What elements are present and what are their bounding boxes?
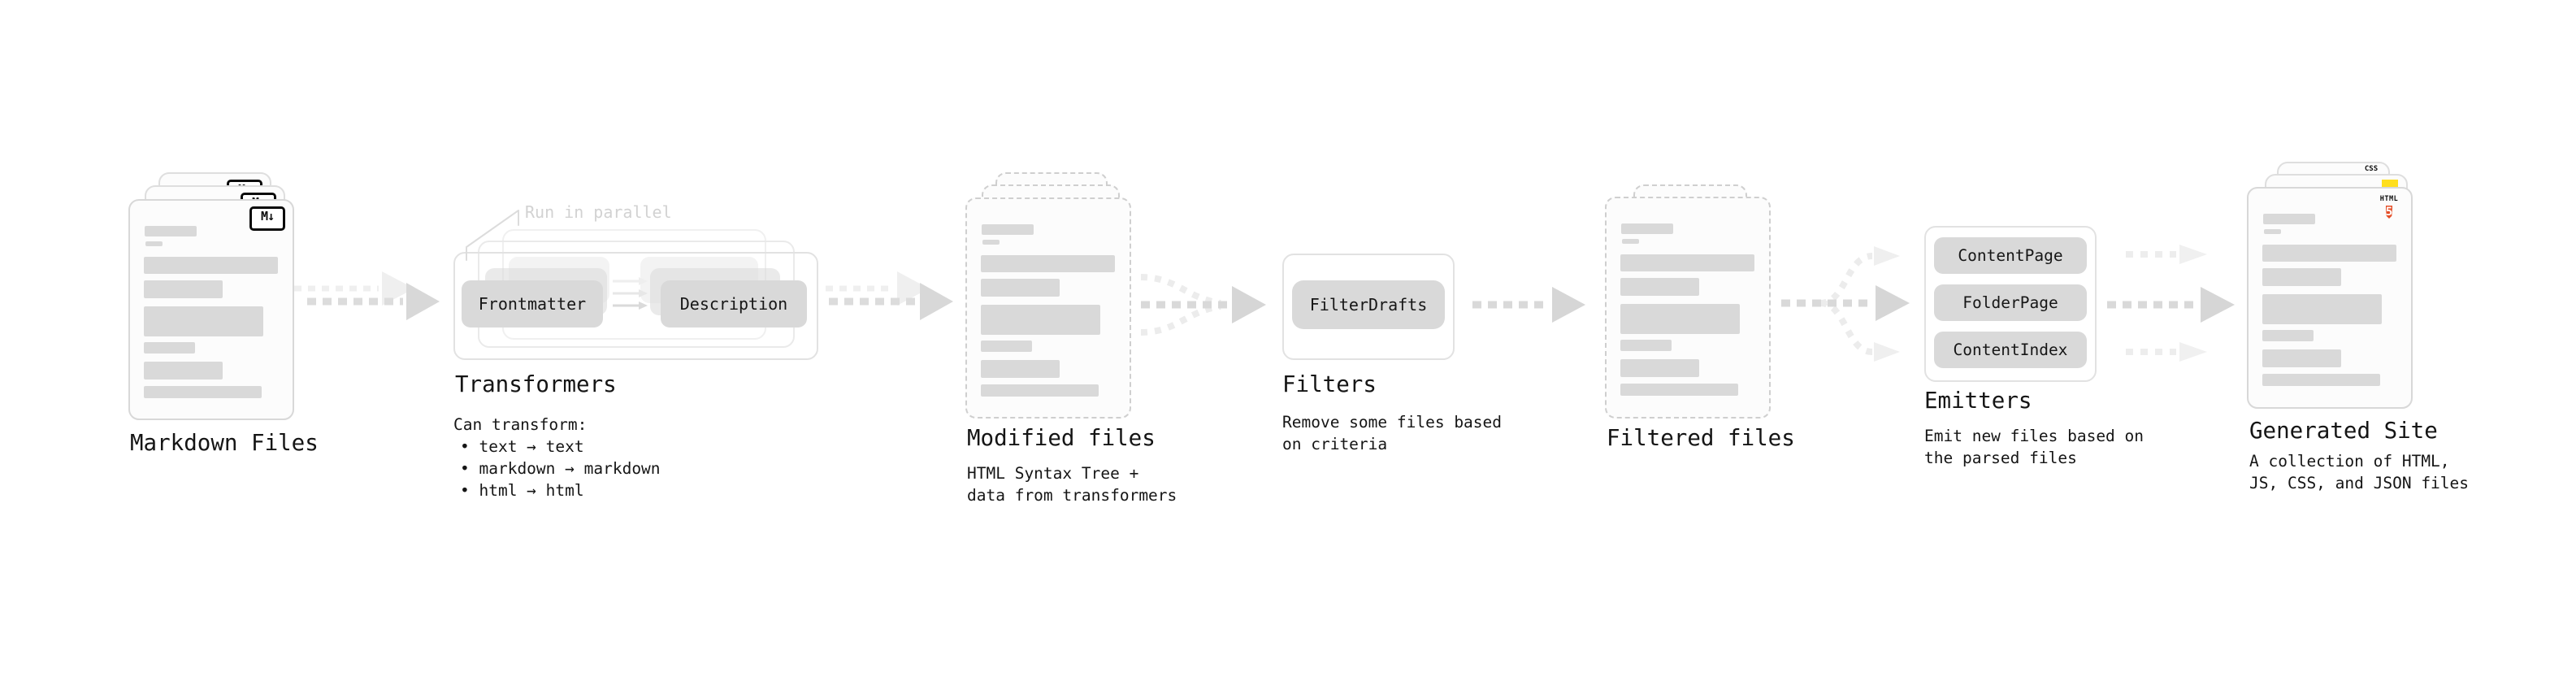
content-bar bbox=[2262, 330, 2314, 341]
run-in-parallel-callout: Run in parallel bbox=[525, 202, 672, 222]
filters-desc-line2: on criteria bbox=[1282, 435, 1388, 453]
transformers-subtitle: Can transform: bbox=[453, 415, 588, 434]
generated-site-desc-line1: A collection of HTML, bbox=[2249, 452, 2450, 471]
folderpage-box-label: FolderPage bbox=[1962, 293, 2058, 312]
modified-files-desc-line2: data from transformers bbox=[967, 486, 1177, 505]
arrow-filtered-to-emitters bbox=[1781, 246, 1910, 362]
filterdrafts-box: FilterDrafts bbox=[1292, 280, 1445, 329]
content-bar bbox=[1620, 340, 1672, 351]
arrow-emitters-to-generated bbox=[2107, 245, 2235, 362]
transformers-bullet: • html → html bbox=[460, 481, 584, 500]
content-bar bbox=[2263, 214, 2315, 224]
modified-files-label: Modified files bbox=[967, 425, 1156, 451]
arrow-markdown-to-transformers bbox=[294, 271, 440, 320]
folderpage-box: FolderPage bbox=[1934, 284, 2087, 321]
content-bar bbox=[1621, 223, 1673, 234]
content-bar bbox=[144, 386, 262, 398]
contentindex-box: ContentIndex bbox=[1934, 332, 2087, 368]
contentpage-box-label: ContentPage bbox=[1958, 246, 2063, 265]
content-bar bbox=[2262, 349, 2341, 367]
content-bar bbox=[2262, 374, 2380, 386]
content-bar bbox=[144, 306, 263, 336]
arrow-transformers-to-modified bbox=[826, 271, 953, 320]
html5-icon: HTML 5 bbox=[2379, 195, 2400, 222]
content-bar bbox=[144, 257, 278, 274]
html5-icon-shield: 5 bbox=[2385, 206, 2393, 219]
transformers-bullet: • markdown → markdown bbox=[460, 459, 661, 478]
content-bar bbox=[982, 240, 1000, 245]
emitters-title: Emitters bbox=[1924, 388, 2032, 414]
content-bar bbox=[981, 305, 1100, 335]
content-bar bbox=[144, 362, 223, 380]
content-bar bbox=[2262, 294, 2382, 324]
filtered-file-front bbox=[1605, 197, 1771, 419]
filterdrafts-box-label: FilterDrafts bbox=[1309, 295, 1428, 314]
description-box-label: Description bbox=[679, 294, 788, 314]
transformers-bullet: • text → text bbox=[460, 437, 584, 456]
content-bar bbox=[144, 280, 223, 298]
html5-icon-text: HTML bbox=[2379, 195, 2399, 203]
contentindex-box-label: ContentIndex bbox=[1953, 340, 2068, 359]
markdown-icon: M↓ bbox=[249, 206, 285, 231]
filters-title: Filters bbox=[1282, 371, 1377, 397]
arrow-modified-to-filters bbox=[1140, 274, 1266, 336]
contentpage-box: ContentPage bbox=[1934, 237, 2087, 274]
emitters-desc-line1: Emit new files based on bbox=[1924, 427, 2144, 445]
content-bar bbox=[2262, 268, 2341, 286]
content-bar bbox=[1620, 304, 1740, 334]
markdown-files-label: Markdown Files bbox=[130, 430, 319, 456]
content-bar bbox=[1620, 359, 1699, 377]
content-bar bbox=[144, 342, 195, 354]
transformer-layer-front bbox=[453, 252, 818, 360]
content-bar bbox=[981, 340, 1032, 352]
content-bar bbox=[981, 360, 1060, 378]
content-bar bbox=[145, 226, 197, 236]
content-bar bbox=[982, 224, 1034, 235]
filters-desc-line1: Remove some files based bbox=[1282, 413, 1503, 432]
generated-file-html: HTML 5 bbox=[2247, 187, 2413, 409]
content-bar bbox=[981, 384, 1099, 397]
arrow-filters-to-filtered bbox=[1472, 287, 1585, 323]
content-bar bbox=[1622, 239, 1639, 244]
content-bar bbox=[145, 241, 163, 246]
generated-site-desc-line2: JS, CSS, and JSON files bbox=[2249, 474, 2470, 492]
generated-site-label: Generated Site bbox=[2249, 418, 2438, 444]
content-bar bbox=[1620, 278, 1699, 296]
content-bar bbox=[981, 255, 1115, 272]
filters-container bbox=[1282, 254, 1455, 360]
content-bar bbox=[1620, 384, 1738, 396]
frontmatter-box-label: Frontmatter bbox=[478, 294, 587, 314]
content-bar bbox=[981, 279, 1060, 297]
modified-files-desc-line1: HTML Syntax Tree + bbox=[967, 464, 1139, 483]
description-box: Description bbox=[661, 280, 807, 327]
css-icon-text: CSS bbox=[2364, 165, 2379, 173]
content-bar bbox=[2264, 229, 2281, 234]
transformers-title: Transformers bbox=[455, 371, 617, 397]
modified-file-front bbox=[965, 197, 1131, 419]
filtered-files-label: Filtered files bbox=[1607, 425, 1795, 451]
emitters-container bbox=[1924, 226, 2097, 382]
emitters-desc-line2: the parsed files bbox=[1924, 449, 2077, 467]
frontmatter-box: Frontmatter bbox=[462, 280, 603, 327]
content-bar bbox=[1620, 254, 1754, 271]
content-bar bbox=[2262, 245, 2396, 262]
markdown-file-front: M↓ bbox=[128, 199, 294, 420]
